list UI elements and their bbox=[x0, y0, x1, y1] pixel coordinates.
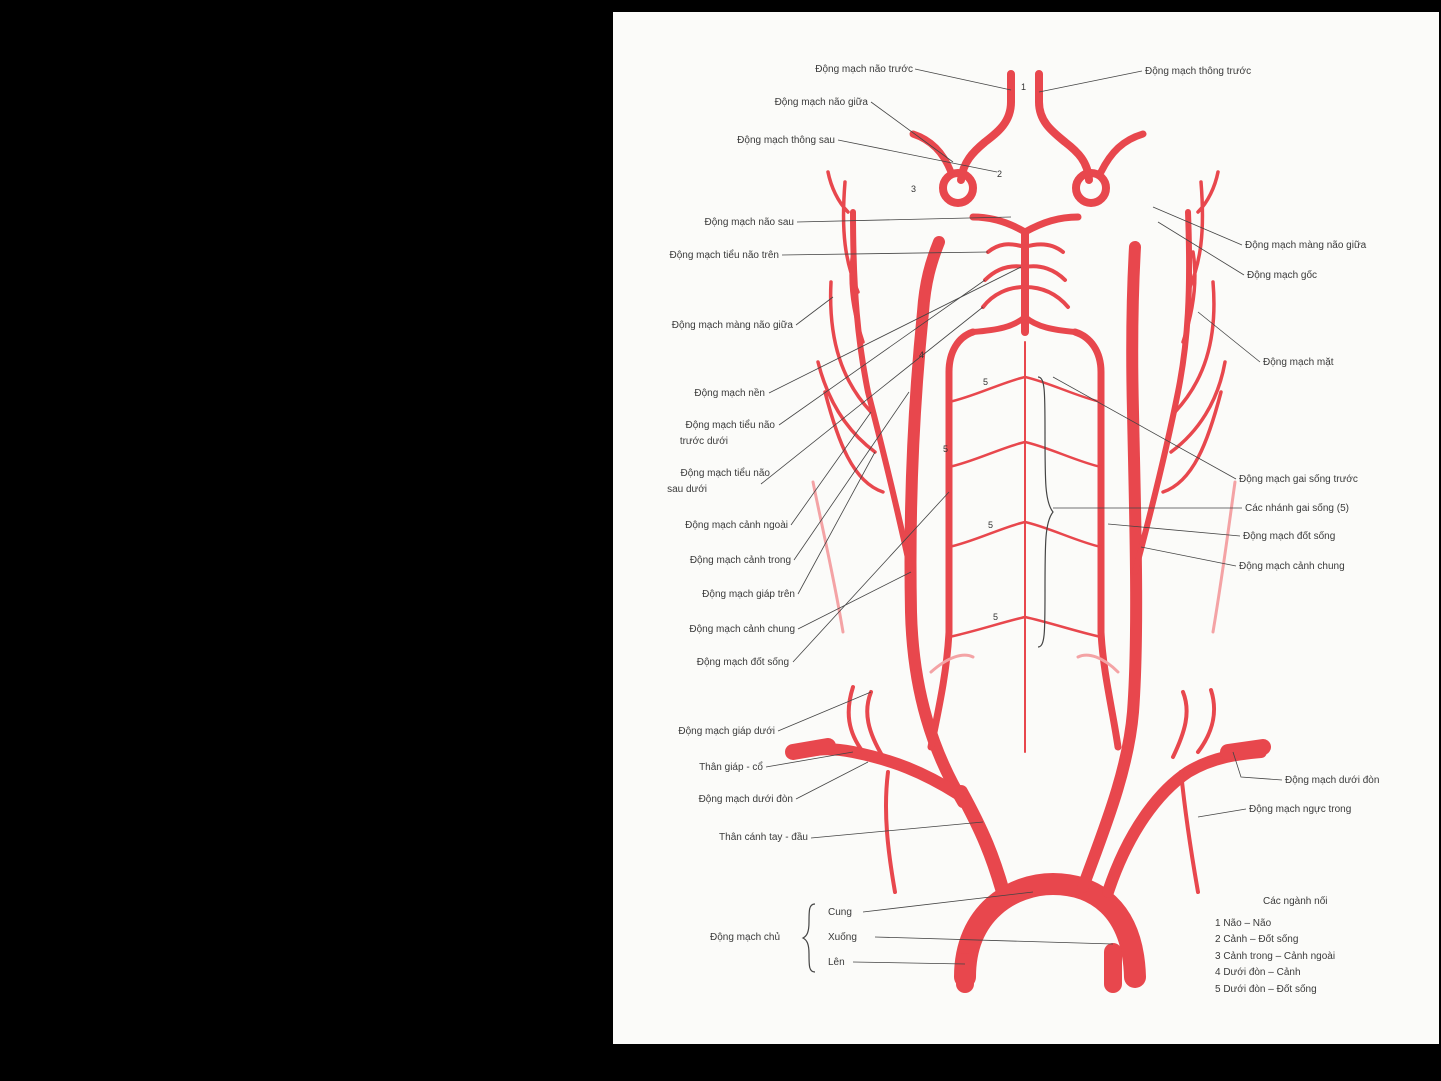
right-labels: Động mạch thông trước Động mạch màng não… bbox=[1145, 66, 1379, 815]
label-anterior-communicating: Động mạch thông trước bbox=[1145, 66, 1251, 77]
inferior-thyroid-branches bbox=[849, 687, 1214, 757]
label-posterior-cerebral: Động mạch não sau bbox=[704, 217, 794, 228]
middle-cerebral-right bbox=[913, 134, 951, 172]
marker-1: 1 bbox=[1021, 82, 1026, 92]
label-internal-carotid: Động mạch cảnh trong bbox=[690, 555, 791, 566]
label-vertebral-left: Động mạch đốt sống bbox=[697, 656, 789, 668]
spinal-branches-brace bbox=[1038, 377, 1053, 647]
aorta-brace bbox=[803, 904, 815, 972]
aorta-labels: Động mạch chủ Cung Xuống Lên bbox=[710, 892, 1113, 972]
label-basilar: Động mạch nền bbox=[694, 387, 765, 399]
label-middle-meningeal-right: Động mạch màng não giữa bbox=[1245, 240, 1367, 251]
arterial-anastomosis-diagram: 1 2 3 4 5 5 5 5 Động mạch não trước Động… bbox=[613, 12, 1439, 1044]
label-ascending-aorta: Lên bbox=[828, 957, 845, 968]
middle-cerebral-left bbox=[1101, 134, 1143, 172]
label-aica-2: trước dưới bbox=[680, 436, 728, 447]
marker-5a: 5 bbox=[983, 377, 988, 387]
label-superior-thyroid: Động mạch giáp trên bbox=[702, 589, 795, 600]
left-subclavian bbox=[1108, 752, 1261, 892]
left-ext-branches bbox=[1163, 172, 1225, 492]
left-subclavian-stump bbox=[1228, 747, 1263, 752]
circle-of-willis bbox=[973, 217, 1078, 232]
label-brachiocephalic: Thân cánh tay - đầu bbox=[719, 831, 808, 843]
label-inferior-thyroid: Động mạch giáp dưới bbox=[678, 726, 775, 737]
label-thyrocervical-trunk: Thân giáp - cổ bbox=[699, 761, 763, 773]
legend-title: Các ngành nối bbox=[1263, 895, 1328, 907]
anastomosis-legend: Các ngành nối 1 Não – Não 2 Cảnh – Đốt s… bbox=[1215, 895, 1335, 995]
brachiocephalic-trunk bbox=[961, 792, 1003, 892]
label-facial: Động mạch mặt bbox=[1263, 357, 1334, 368]
marker-3: 3 bbox=[911, 184, 916, 194]
right-vertebral bbox=[931, 332, 973, 747]
label-vertebral-right: Động mạch đốt sống bbox=[1243, 530, 1335, 542]
label-anterior-spinal: Động mạch gai sống trước bbox=[1239, 473, 1358, 485]
legend-item-4: 4 Dưới đòn – Cảnh bbox=[1215, 967, 1301, 978]
label-common-carotid-left: Động mạch cảnh chung bbox=[689, 624, 795, 635]
left-vertebral bbox=[1075, 332, 1118, 747]
marker-5d: 5 bbox=[993, 612, 998, 622]
legend-item-3: 3 Cảnh trong – Cảnh ngoài bbox=[1215, 951, 1335, 962]
label-descending-aorta: Xuống bbox=[828, 931, 857, 943]
legend-item-1: 1 Não – Não bbox=[1215, 918, 1272, 929]
marker-5c: 5 bbox=[988, 520, 993, 530]
label-subclavian-right: Động mạch dưới đòn bbox=[1285, 775, 1379, 786]
marker-5b: 5 bbox=[943, 444, 948, 454]
label-aortic-arch: Cung bbox=[828, 907, 852, 918]
artery-tree bbox=[793, 74, 1263, 984]
label-aorta: Động mạch chủ bbox=[710, 931, 780, 943]
label-root-artery: Động mạch gốc bbox=[1247, 269, 1317, 281]
label-external-carotid: Động mạch cảnh ngoài bbox=[685, 520, 788, 531]
label-anterior-cerebral: Động mạch não trước bbox=[815, 64, 913, 75]
left-leader-lines bbox=[761, 69, 1021, 838]
label-superior-cerebellar: Động mạch tiểu não trên bbox=[669, 249, 779, 261]
label-pica-1: Động mạch tiểu não bbox=[680, 467, 770, 479]
legend-item-2: 2 Cảnh – Đốt sống bbox=[1215, 933, 1298, 945]
right-external-carotid bbox=[853, 212, 911, 572]
diagram-sheet: 1 2 3 4 5 5 5 5 Động mạch não trước Động… bbox=[613, 12, 1439, 1044]
marker-2: 2 bbox=[997, 169, 1002, 179]
label-middle-cerebral: Động mạch não giữa bbox=[775, 97, 869, 108]
label-aica-1: Động mạch tiểu não bbox=[685, 419, 775, 431]
label-subclavian-left: Động mạch dưới đòn bbox=[699, 794, 793, 805]
label-internal-thoracic: Động mạch ngực trong bbox=[1249, 804, 1351, 815]
legend-item-5: 5 Dưới đòn – Đốt sống bbox=[1215, 983, 1317, 995]
label-common-carotid-right: Động mạch cảnh chung bbox=[1239, 561, 1345, 572]
label-pica-2: sau dưới bbox=[667, 484, 707, 495]
left-external-carotid bbox=[1135, 212, 1189, 572]
label-spinal-branches: Các nhánh gai sống (5) bbox=[1245, 502, 1349, 514]
label-middle-meningeal-left: Động mạch màng não giữa bbox=[672, 320, 794, 331]
label-posterior-communicating: Động mạch thông sau bbox=[737, 135, 835, 146]
right-subclavian-stump bbox=[793, 746, 828, 752]
